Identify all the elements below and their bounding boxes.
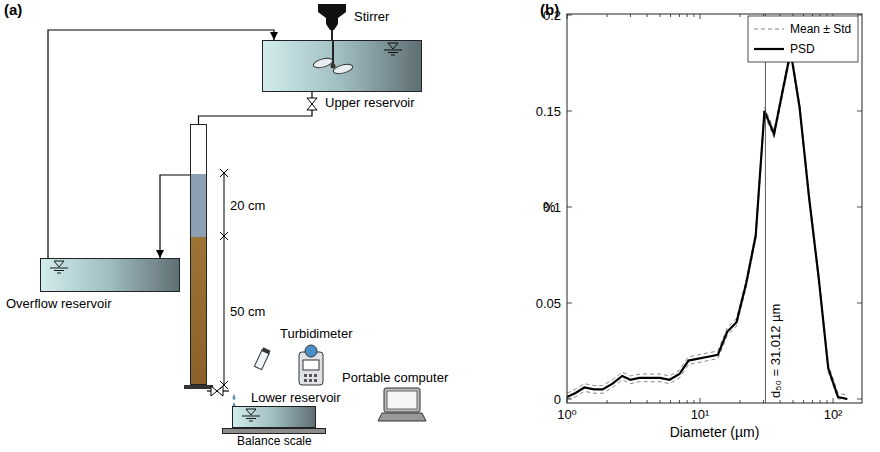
node-label: Portable computer [342,370,448,385]
soil-column: 20 cm50 cm [190,124,207,385]
y-tick-label: 0.2 [543,8,561,23]
legend-box [748,16,858,62]
x-tick-label: 10⁰ [557,407,577,422]
turbidimeter-shape [298,344,324,386]
legend-sample [754,48,784,50]
water-level-mark [50,261,68,273]
legend-sample [754,29,784,30]
water-drop [233,394,236,400]
stirrer-shape [318,4,346,30]
panel-letter: (a) [4,2,22,17]
d50-label: d₅₀ = 31.012 µm [768,304,783,398]
d50-line [765,14,766,403]
balance-scale: Balance scale [222,428,326,434]
turbidimeter: Turbidimeter [298,344,324,386]
pipe-connector [199,92,313,124]
node-label: 50 cm [230,304,265,319]
stirrer-body [318,4,346,30]
laptop-icon [378,388,426,421]
axes-frame [567,14,862,403]
x-axis-title: Diameter (µm) [670,425,760,440]
turbidimeter-icon [299,345,323,385]
stirrer: Stirrer [318,4,346,30]
sample-vial [254,347,270,369]
upper-reservoir-shape [263,41,421,91]
y-tick-label: 0.15 [536,104,561,119]
lower-reservoir: Lower reservoir [232,406,316,428]
portable-computer: Portable computer [378,388,426,422]
node-label: Overflow reservoir [6,296,111,311]
node-label: Balance scale [237,435,312,448]
y-tick-label: 0.1 [543,200,561,215]
node-label: 20 cm [230,198,265,213]
psd-curve [567,51,847,399]
axis-ticks [567,14,862,403]
column-base [184,385,213,389]
std-curve [567,48,847,396]
overflow-reservoir-shape [41,259,179,291]
std-curve [567,55,847,399]
lower-reservoir-shape [233,407,315,427]
inlet-valve [307,98,317,110]
portable-computer-shape [378,388,426,422]
node-label: Lower reservoir [251,390,341,405]
node-label: Upper reservoir [325,95,415,110]
water-level-mark [242,409,260,421]
pipe-connector [48,30,274,258]
node-label: Stirrer [354,9,389,24]
legend-label: Mean ± Std [790,22,851,36]
x-tick-label: 10² [824,407,843,422]
y-tick-label: 0.05 [536,296,561,311]
y-tick-label: 0 [554,392,561,407]
x-tick-label: 10¹ [691,407,710,422]
legend-label: PSD [790,42,815,56]
pipe-connector [160,175,190,258]
dimension-lines [220,169,228,389]
overflow-reservoir: Overflow reservoir [40,258,180,292]
upper-reservoir: Upper reservoir [262,40,422,92]
node-label: Turbidimeter [280,326,352,341]
propeller [312,41,353,75]
water-level-mark [384,43,402,55]
